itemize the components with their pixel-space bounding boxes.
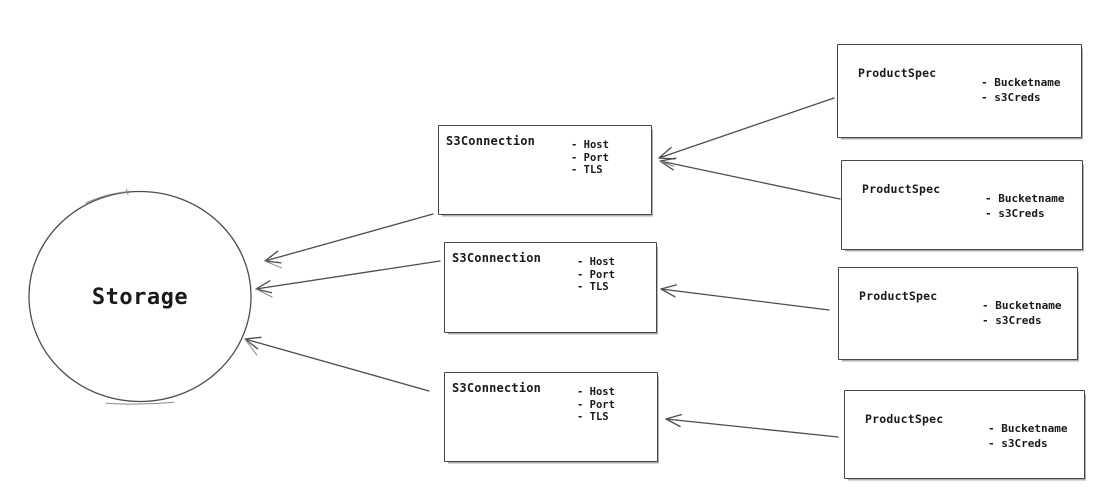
productspec-node-4: ProductSpec - Bucketname - s3Creds: [844, 390, 1085, 479]
attribute-s3creds: - s3Creds: [988, 437, 1048, 450]
arrow-productspec2-to-s3connection1: [659, 157, 841, 200]
productspec-attributes: - Bucketname - s3Creds: [982, 298, 1061, 328]
attribute-s3creds: - s3Creds: [982, 314, 1042, 327]
arrow-s3connection1-to-storage: [264, 213, 434, 269]
attribute-host: - Host: [571, 139, 609, 151]
productspec-title: ProductSpec: [862, 182, 941, 196]
s3connection-node-2: S3Connection - Host - Port - TLS: [444, 242, 657, 333]
arrow-productspec1-to-s3connection1: [658, 97, 835, 160]
attribute-tls: - TLS: [571, 164, 603, 176]
attribute-bucketname: - Bucketname: [981, 76, 1061, 89]
productspec-attributes: - Bucketname - s3Creds: [981, 75, 1060, 105]
productspec-node-3: ProductSpec - Bucketname - s3Creds: [838, 267, 1078, 360]
attribute-s3creds: - s3Creds: [985, 207, 1045, 220]
s3connection-attributes: - Host - Port - TLS: [571, 139, 609, 177]
sketch-overlap-bottom: [105, 401, 175, 405]
attribute-bucketname: - Bucketname: [982, 299, 1062, 312]
s3connection-node-1: S3Connection - Host - Port - TLS: [438, 125, 652, 215]
attribute-bucketname: - Bucketname: [985, 192, 1065, 205]
productspec-attributes: - Bucketname - s3Creds: [988, 421, 1067, 451]
attribute-host: - Host: [577, 256, 615, 268]
productspec-attributes: - Bucketname - s3Creds: [985, 191, 1064, 221]
attribute-s3creds: - s3Creds: [981, 91, 1041, 104]
arrow-s3connection2-to-storage: [255, 260, 441, 298]
arrow-productspec4-to-s3connection3: [665, 413, 839, 438]
attribute-bucketname: - Bucketname: [988, 422, 1068, 435]
arrow-s3connection3-to-storage: [244, 336, 430, 392]
productspec-title: ProductSpec: [859, 289, 938, 303]
attribute-port: - Port: [577, 268, 615, 281]
s3connection-attributes: - Host - Port - TLS: [577, 386, 615, 424]
productspec-title: ProductSpec: [858, 66, 937, 80]
attribute-tls: - TLS: [577, 281, 609, 293]
productspec-node-2: ProductSpec - Bucketname - s3Creds: [841, 160, 1083, 250]
s3connection-title: S3Connection: [452, 251, 542, 265]
s3connection-title: S3Connection: [452, 381, 542, 395]
arrow-productspec3-to-s3connection2: [660, 284, 830, 311]
attribute-host: - Host: [577, 386, 615, 398]
s3connection-node-3: S3Connection - Host - Port - TLS: [444, 372, 658, 462]
productspec-node-1: ProductSpec - Bucketname - s3Creds: [837, 44, 1082, 138]
attribute-port: - Port: [571, 151, 609, 164]
sketch-overlap-top: [85, 190, 131, 204]
sketch-pen-tick: [126, 189, 129, 195]
storage-node-label: Storage: [91, 285, 189, 310]
s3connection-title: S3Connection: [446, 134, 536, 148]
attribute-tls: - TLS: [577, 411, 609, 423]
s3connection-attributes: - Host - Port - TLS: [577, 256, 615, 294]
attribute-port: - Port: [577, 398, 615, 411]
productspec-title: ProductSpec: [865, 412, 944, 426]
